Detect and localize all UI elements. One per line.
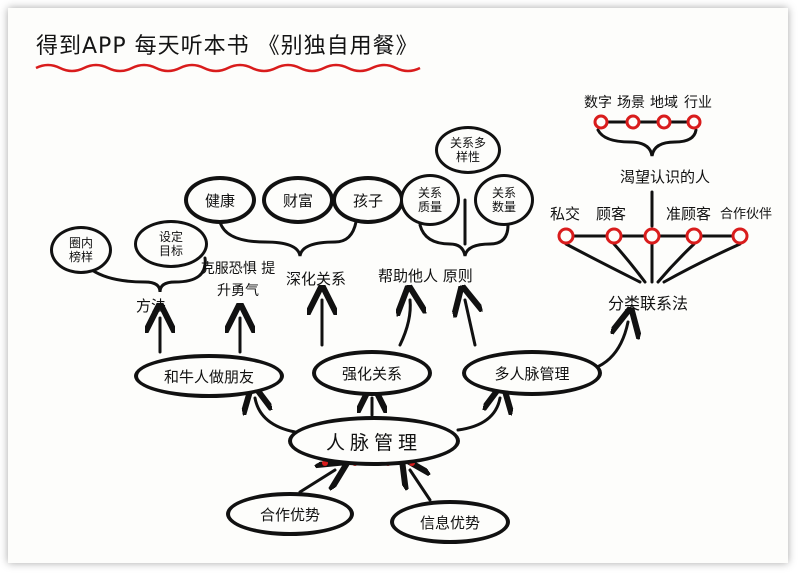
row-label-prospect: 准顾客 [666, 205, 712, 223]
top-dot-1 [593, 114, 609, 130]
top-label-region: 地域 [650, 95, 678, 111]
row-dot-5 [731, 227, 749, 245]
branch-node-strengthen: 强化关系 [312, 350, 432, 396]
source-node-cooperation: 合作优势 [226, 492, 354, 536]
subnode-role-model: 圈内榜样 [50, 226, 112, 274]
arrow-multi-to-principle [465, 300, 475, 347]
branch-node-multi: 多人脉管理 [462, 350, 602, 396]
arrow-info-to-center [410, 470, 432, 502]
subnode-set-goal: 设定目标 [134, 220, 208, 268]
deepen-label: 深化关系 [286, 270, 347, 288]
top-label-industry: 行业 [684, 95, 712, 111]
subnode-diversity: 关系多样性 [435, 126, 501, 174]
top-label-scene: 场景 [617, 95, 645, 111]
diversity-label: 关系多样性 [449, 136, 486, 164]
arrow-center-to-multi [456, 398, 500, 432]
quantity-label: 关系数量 [491, 186, 516, 214]
branch-friends-label: 和牛人做朋友 [163, 367, 254, 386]
arrow-cooperation-to-center [298, 470, 335, 494]
arrow-center-to-friends [255, 398, 297, 434]
source-cooperation-label: 合作优势 [259, 505, 320, 524]
health-label: 健康 [204, 191, 235, 210]
top-dot-4 [686, 114, 702, 130]
source-node-information: 信息优势 [390, 500, 510, 544]
group-label: 渴望认识的人 [620, 168, 711, 186]
set-goal-label: 设定目标 [158, 230, 183, 258]
subnode-wealth: 财富 [262, 176, 334, 224]
wealth-label: 财富 [282, 191, 313, 210]
brace-principle [418, 223, 510, 257]
fan-midleft [612, 242, 647, 284]
role-model-label: 圈内榜样 [68, 236, 93, 264]
center-node: 人脉管理 [288, 416, 460, 466]
arrow-strengthen-to-help [400, 300, 410, 347]
subnode-quality: 关系质量 [400, 174, 460, 226]
branch-strengthen-label: 强化关系 [341, 364, 402, 383]
top-brace [596, 128, 698, 157]
subnode-quantity: 关系数量 [474, 174, 534, 226]
branch-node-friends: 和牛人做朋友 [134, 354, 284, 398]
row-dot-1 [557, 227, 575, 245]
fan-left [564, 242, 642, 284]
subnode-children: 孩子 [332, 176, 404, 224]
top-dot-2 [625, 114, 641, 130]
brace-deepen [218, 220, 358, 257]
row-dot-2 [605, 227, 623, 245]
source-information-label: 信息优势 [419, 513, 480, 532]
children-label: 孩子 [352, 191, 383, 210]
help-principle-label: 帮助他人 原则 [378, 267, 473, 285]
row-dot-3 [643, 227, 661, 245]
page-title: 得到APP 每天听本书 《别独自用餐》 [36, 34, 419, 59]
fear-courage-label: 克服恐惧 提升勇气 [200, 261, 276, 299]
method-label: 方法 [136, 297, 167, 315]
quality-label: 关系质量 [417, 186, 442, 214]
top-dot-3 [656, 114, 672, 130]
branch-multi-label: 多人脉管理 [494, 364, 570, 383]
row-dot-4 [685, 227, 703, 245]
top-label-number: 数字 [584, 95, 612, 111]
fan-midright [656, 242, 696, 284]
center-node-label: 人脉管理 [325, 431, 422, 454]
fan-right [662, 242, 742, 284]
title-underline [35, 63, 421, 73]
row-label-partner: 合作伙伴 [720, 207, 773, 222]
subnode-health: 健康 [184, 176, 256, 224]
brace-method [90, 256, 207, 293]
classification-label: 分类联系法 [608, 294, 689, 313]
row-label-private: 私交 [550, 205, 581, 223]
row-label-customer: 顾客 [596, 205, 627, 223]
